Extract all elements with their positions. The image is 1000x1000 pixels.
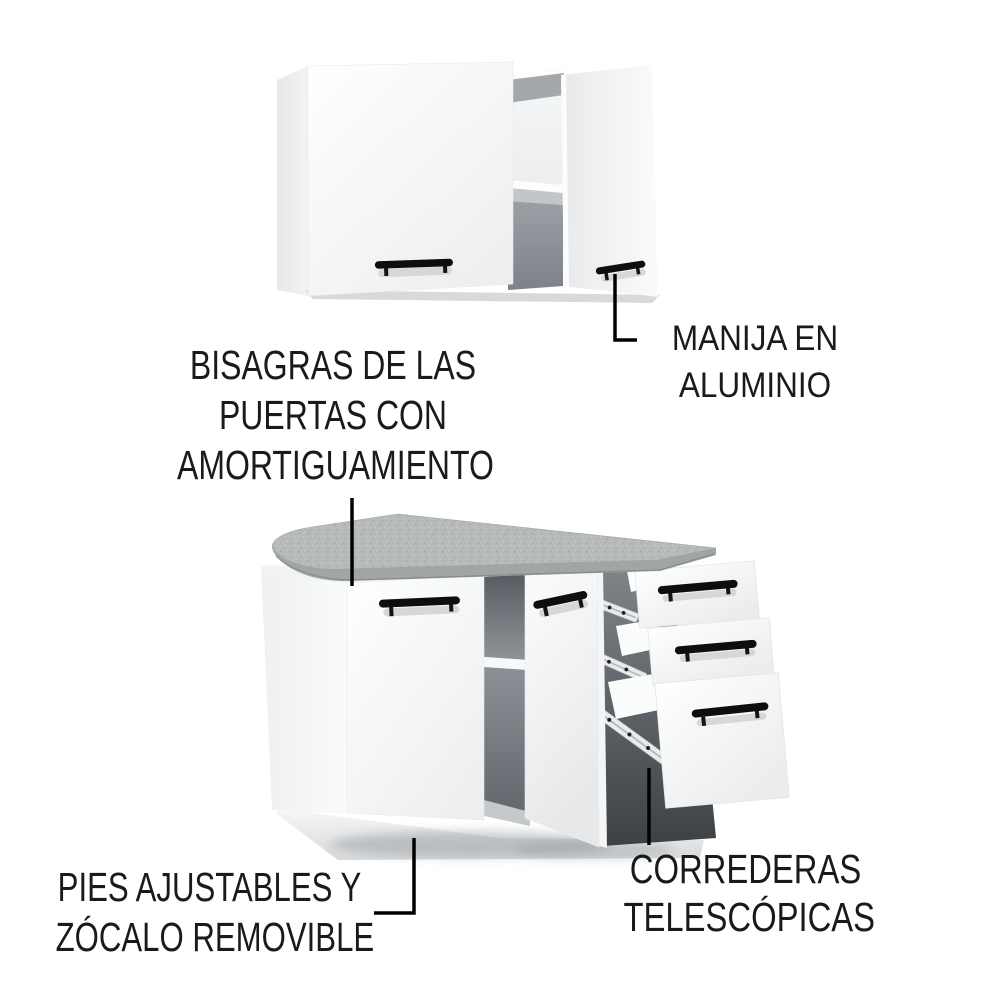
base-cabinet-interior	[484, 574, 530, 826]
callout-line-manija	[613, 274, 637, 342]
drawer-1-handle	[657, 579, 738, 602]
label-manija-line2: ALUMINIO	[678, 366, 832, 405]
countertop-bottom-line	[275, 553, 715, 581]
base-cabinet-shelf	[484, 657, 528, 670]
label-manija-line1: MANIJA EN	[671, 319, 839, 358]
wall-interior-top-shadow	[508, 73, 564, 103]
drawer-2-handle	[674, 639, 757, 662]
label-pies-line2: ZÓCALO REMOVIBLE	[55, 914, 375, 960]
callout-line-pies	[374, 838, 416, 915]
label-correderas-line2: TELESCÓPICAS	[623, 894, 876, 940]
wall-interior-lower	[508, 201, 563, 290]
plinth-shadow-2	[515, 841, 675, 859]
countertop	[271, 513, 717, 582]
countertop-top-surface	[271, 513, 717, 570]
base-cabinet	[261, 513, 790, 860]
label-correderas-line1: CORREDERAS	[629, 846, 862, 892]
wall-cabinet-underside	[305, 290, 660, 303]
wall-cabinet-interior	[508, 73, 564, 290]
label-pies: PIES AJUSTABLES Y ZÓCALO REMOVIBLE	[55, 862, 375, 962]
wall-cabinet	[277, 61, 660, 303]
wall-right-door-handle	[595, 260, 646, 282]
label-correderas: CORREDERAS TELESCÓPICAS	[623, 845, 876, 941]
drawer-3	[654, 672, 790, 809]
label-bisagras-line3: AMORTIGUAMIENTO	[177, 442, 494, 488]
wall-cabinet-side-panel	[277, 66, 308, 296]
drawer-3-handle	[691, 702, 769, 727]
wall-cabinet-left-door	[307, 61, 514, 297]
wall-left-door-handle	[374, 258, 453, 278]
wall-cabinet-shelf	[508, 180, 563, 193]
wall-cabinet-right-door	[561, 65, 658, 297]
base-middle-door-edge	[595, 563, 607, 848]
base-middle-door-handle	[533, 591, 589, 617]
wall-right-door-edge	[561, 74, 569, 287]
label-pies-line1: PIES AJUSTABLES Y	[57, 864, 362, 910]
label-bisagras: BISAGRAS DE LAS PUERTAS CON AMORTIGUAMIE…	[177, 340, 494, 490]
base-interior-floor	[484, 800, 530, 826]
base-cabinet-side-panel	[261, 565, 347, 814]
base-left-door-handle	[378, 596, 460, 617]
base-interior-lower	[484, 667, 530, 820]
label-manija: MANIJA EN ALUMINIO	[643, 315, 868, 409]
label-bisagras-line1: BISAGRAS DE LAS	[189, 342, 477, 388]
wall-cabinet-top-edge	[508, 67, 564, 80]
label-bisagras-line2: PUERTAS CON	[218, 392, 448, 438]
wall-shelf-shadow	[508, 188, 563, 205]
base-interior-upper	[484, 574, 528, 660]
